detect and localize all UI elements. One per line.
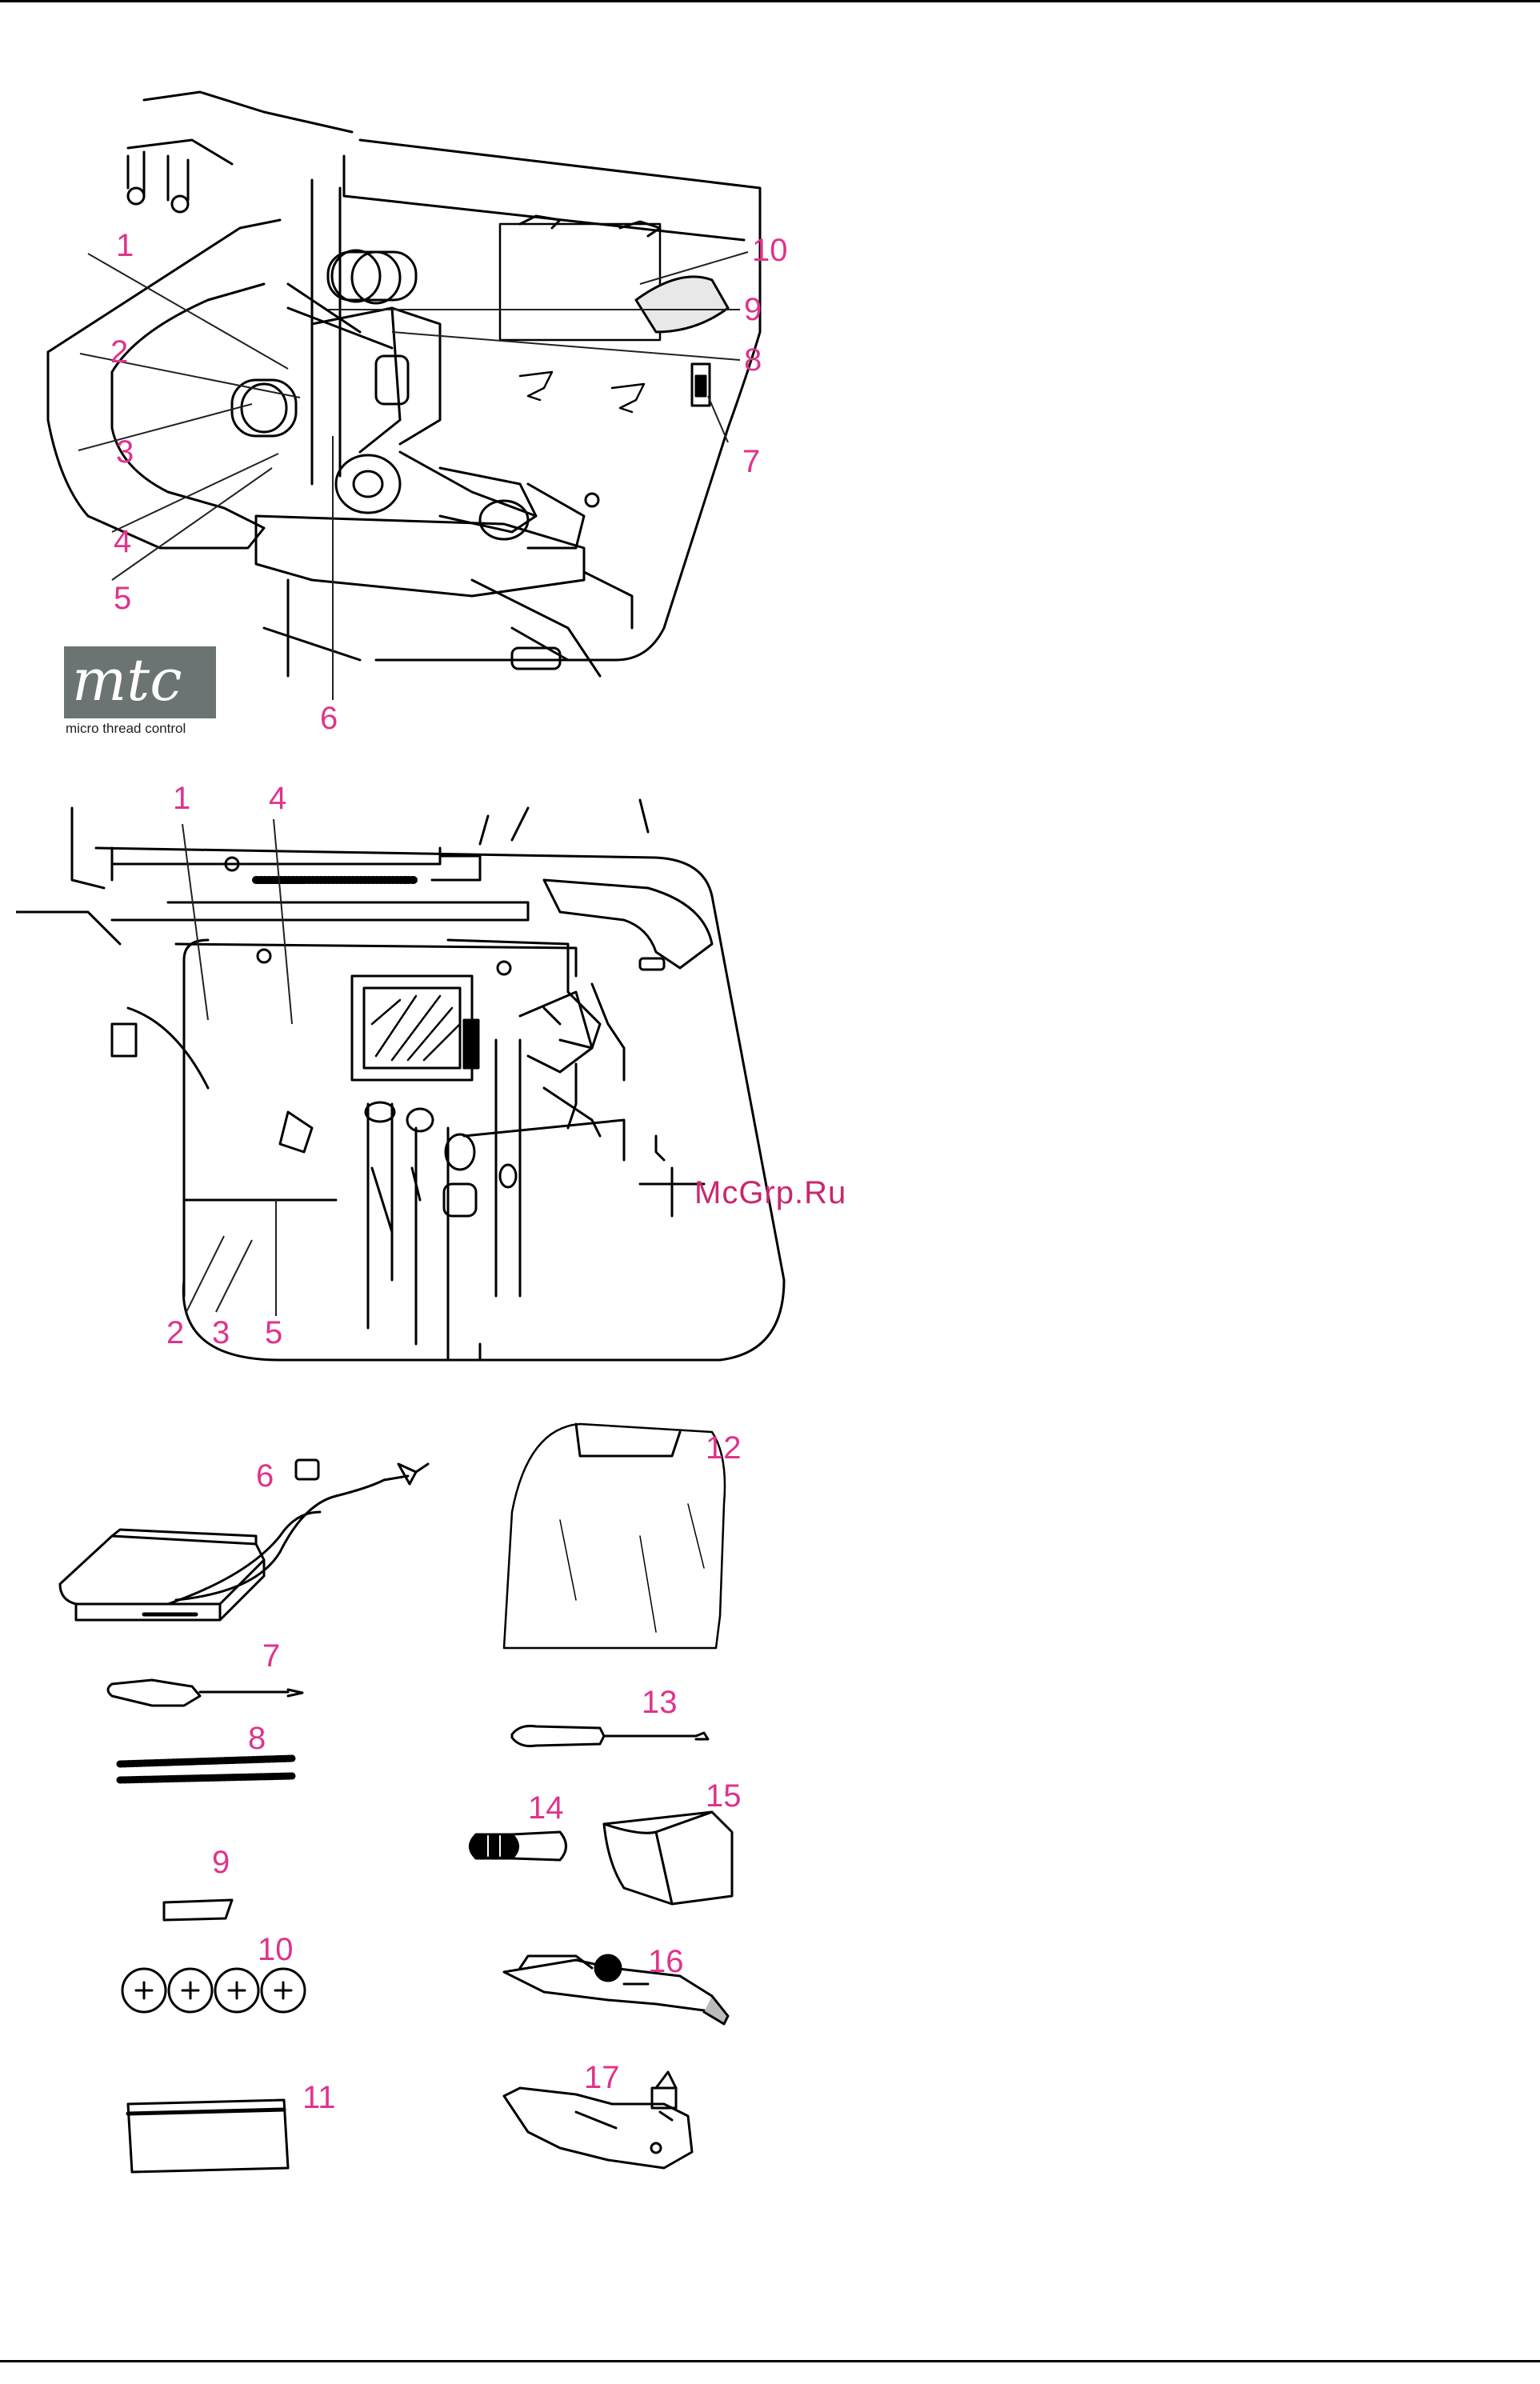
callout-4: 4 xyxy=(114,526,131,558)
foot-control-drawing xyxy=(60,1460,428,1620)
callout-3: 3 xyxy=(212,1317,230,1349)
callout-leaders-middle xyxy=(16,784,804,1368)
figure-looper-area: 1 2 3 4 5 xyxy=(16,784,804,1368)
figure-accessories: 6 7 8 9 10 11 12 13 14 15 16 17 xyxy=(16,1408,804,2248)
presser-foot-16-drawing xyxy=(504,1955,728,2024)
mtc-logo-box: mtc xyxy=(64,646,216,718)
mtc-logo-word: mtc xyxy=(72,648,182,712)
callout-8: 8 xyxy=(744,344,762,376)
callout-10: 10 xyxy=(752,234,788,266)
mtc-logo: mtc micro thread control xyxy=(64,646,216,736)
dust-cover-drawing xyxy=(504,1424,725,1648)
figure-machine-front: 1 2 3 4 5 6 7 8 9 10 xyxy=(24,68,804,740)
screwdriver-drawing xyxy=(512,1726,708,1746)
callout-13: 13 xyxy=(642,1686,678,1718)
callout-10: 10 xyxy=(258,1934,294,1966)
callout-6: 6 xyxy=(320,702,338,734)
callout-7: 7 xyxy=(262,1640,280,1672)
watermark: McGrp.Ru xyxy=(694,1177,846,1209)
callout-9: 9 xyxy=(212,1846,230,1878)
callout-6: 6 xyxy=(256,1460,274,1492)
trim-catcher-drawing xyxy=(604,1812,732,1904)
callout-12: 12 xyxy=(706,1432,742,1464)
callout-14: 14 xyxy=(528,1792,564,1824)
callout-leaders-top xyxy=(24,68,804,740)
callout-8: 8 xyxy=(248,1722,266,1754)
callout-2: 2 xyxy=(110,336,128,368)
callout-2: 2 xyxy=(166,1317,184,1349)
callout-17: 17 xyxy=(584,2062,620,2094)
mtc-logo-subtitle: micro thread control xyxy=(66,721,186,737)
callout-11: 11 xyxy=(302,2082,336,2114)
callout-1: 1 xyxy=(173,782,190,814)
tweezer-tool-drawing xyxy=(108,1680,302,1706)
bottom-rule xyxy=(0,2360,1540,2362)
callout-1: 1 xyxy=(116,230,134,262)
top-rule xyxy=(0,0,1540,2)
blade-drawing xyxy=(164,1900,232,1920)
callout-16: 16 xyxy=(648,1946,684,1978)
callout-7: 7 xyxy=(742,446,760,478)
pouch-drawing xyxy=(128,2100,288,2172)
callout-5: 5 xyxy=(265,1317,282,1349)
brushes-drawing xyxy=(120,1758,292,1780)
spool-cap-drawing xyxy=(470,1832,566,1860)
thread-discs-drawing xyxy=(122,1969,305,2012)
callout-5: 5 xyxy=(114,582,131,614)
callout-3: 3 xyxy=(116,436,134,468)
callout-9: 9 xyxy=(744,294,762,326)
accessories-drawing xyxy=(16,1408,804,2248)
callout-15: 15 xyxy=(706,1780,742,1812)
callout-4: 4 xyxy=(269,782,286,814)
